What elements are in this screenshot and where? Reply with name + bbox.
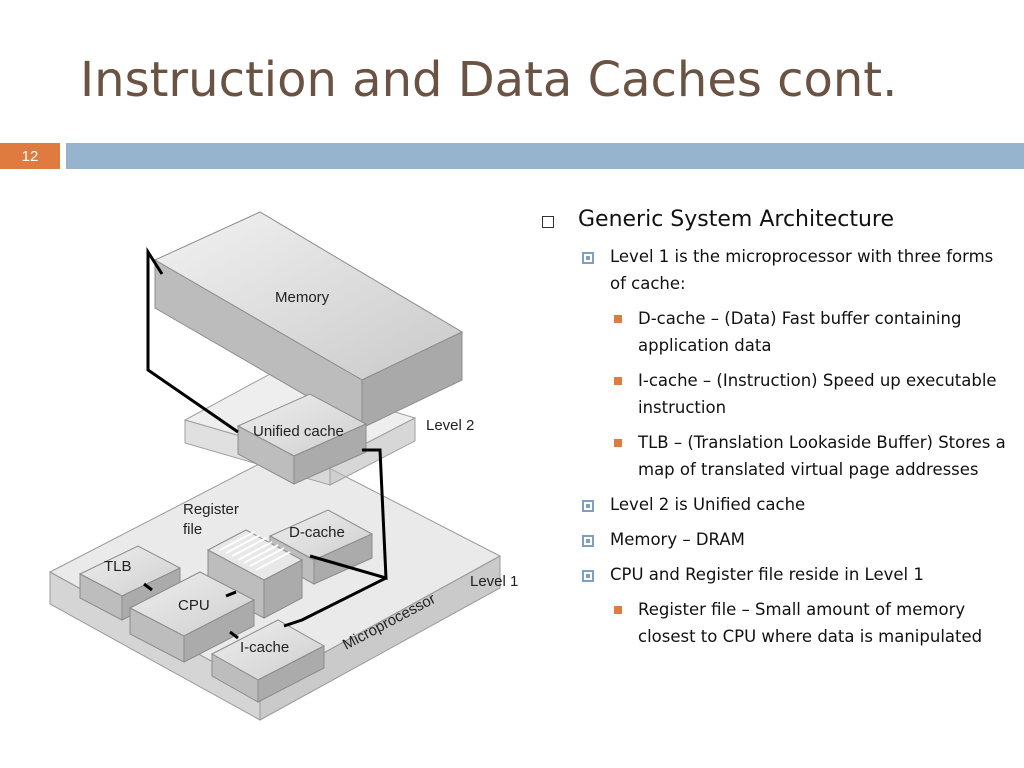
cpu-label: CPU: [178, 597, 210, 614]
bullet-tlb: TLB – (Translation Lookaside Buffer) Sto…: [610, 429, 1010, 483]
cpu-block: [128, 571, 256, 663]
system-architecture-diagram: Memory Unified cache Level 2 Register fi…: [48, 211, 518, 721]
bullet-i-cache: I-cache – (Instruction) Speed up executa…: [610, 367, 1010, 421]
filled-square-bullet-icon: [614, 315, 622, 323]
header-bar: [66, 143, 1024, 169]
square-dot-bullet-icon: [582, 535, 594, 547]
bus-lines: [143, 246, 388, 640]
unified-cache-label: Unified cache: [253, 423, 344, 440]
bullet-d-cache: D-cache – (Data) Fast buffer containing …: [610, 305, 1010, 359]
memory-label: Memory: [275, 289, 330, 306]
register-label-line1: Register: [183, 501, 239, 518]
bullet-list: Generic System Architecture Level 1 is t…: [540, 205, 1010, 650]
tlb-label: TLB: [104, 558, 132, 575]
bullet-memory: Memory – DRAM: [578, 526, 1010, 553]
i-cache-block: [210, 619, 326, 703]
square-outline-bullet-icon: [542, 216, 554, 228]
bullet-content: Generic System Architecture Level 1 is t…: [540, 205, 1010, 660]
filled-square-bullet-icon: [614, 606, 622, 614]
square-dot-bullet-icon: [582, 252, 594, 264]
filled-square-bullet-icon: [614, 439, 622, 447]
level1-label: Level 1: [470, 573, 518, 590]
i-cache-label: I-cache: [240, 639, 289, 656]
d-cache-label: D-cache: [289, 524, 345, 541]
bullet-register-file: Register file – Small amount of memory c…: [610, 596, 1010, 650]
slide-number-badge: 12: [0, 143, 60, 169]
filled-square-bullet-icon: [614, 377, 622, 385]
level2-label: Level 2: [426, 417, 474, 434]
cpu-register-sublist: Register file – Small amount of memory c…: [578, 596, 1010, 650]
memory-block: [153, 211, 464, 429]
bullet-generic-architecture: Generic System Architecture Level 1 is t…: [540, 205, 1010, 650]
square-dot-bullet-icon: [582, 570, 594, 582]
bullet-level2: Level 2 is Unified cache: [578, 491, 1010, 518]
level1-sublist: D-cache – (Data) Fast buffer containing …: [578, 305, 1010, 483]
architecture-sublist: Level 1 is the microprocessor with three…: [540, 243, 1010, 650]
bullet-cpu-register: CPU and Register file reside in Level 1 …: [578, 561, 1010, 650]
square-dot-bullet-icon: [582, 500, 594, 512]
register-label-line2: file: [183, 521, 202, 538]
slide-title: Instruction and Data Caches cont.: [80, 52, 898, 108]
bullet-level1: Level 1 is the microprocessor with three…: [578, 243, 1010, 483]
unified-cache-block: [236, 393, 368, 485]
